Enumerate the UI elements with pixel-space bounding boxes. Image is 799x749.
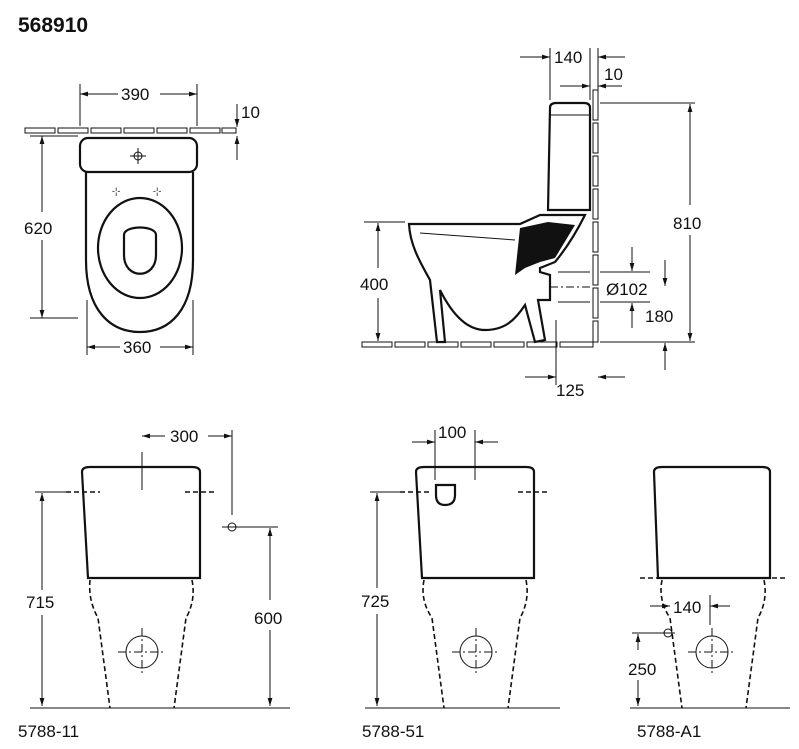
front-view-5788-11: 300 715 600 5788-11 <box>18 427 290 741</box>
side-view: 400 810 140 10 Ø102 180 125 <box>360 48 701 400</box>
front-view-5788-A1: 140 250 5788-A1 <box>628 465 790 741</box>
dim-725: 725 <box>361 592 389 611</box>
flush-button <box>434 483 457 507</box>
dim-180: 180 <box>645 307 673 326</box>
dim-diameter-102: Ø102 <box>606 280 648 299</box>
tank-front <box>414 465 536 580</box>
svg-text:-¦-: -¦- <box>112 186 120 196</box>
dim-600: 600 <box>254 609 282 628</box>
bowl-top <box>84 172 195 334</box>
front-view-5788-51: 100 725 5788-51 <box>361 423 560 741</box>
dim-125: 125 <box>556 381 584 400</box>
dim-250: 250 <box>628 660 656 679</box>
dim-620: 620 <box>24 219 52 238</box>
svg-text:-¦-: -¦- <box>153 186 161 196</box>
dim-300: 300 <box>170 427 198 446</box>
dim-360: 360 <box>123 338 151 357</box>
dim-10-side: 10 <box>604 65 623 84</box>
seat <box>96 196 184 300</box>
drawing-title: 568910 <box>18 14 88 37</box>
tank-side <box>546 101 592 212</box>
wall-tiles-vertical <box>592 89 599 343</box>
tank-front <box>652 465 772 580</box>
tank-top <box>78 136 199 174</box>
tank-front <box>80 465 202 580</box>
dim-10: 10 <box>241 103 260 122</box>
model-code: 5788-11 <box>18 722 79 741</box>
model-code: 5788-A1 <box>637 722 701 741</box>
model-code: 5788-51 <box>362 722 424 741</box>
dim-390: 390 <box>121 85 149 104</box>
bowl-side <box>407 213 587 344</box>
dim-140-front: 140 <box>673 598 701 617</box>
dim-400: 400 <box>360 275 388 294</box>
floor-tiles <box>361 341 594 348</box>
top-view: 390 10 -¦- -¦- 620 360 <box>24 84 260 357</box>
wall-tiles <box>24 127 237 134</box>
dim-100: 100 <box>438 423 466 442</box>
dim-810: 810 <box>673 214 701 233</box>
dim-715: 715 <box>26 593 54 612</box>
dim-140-side: 140 <box>554 48 582 67</box>
